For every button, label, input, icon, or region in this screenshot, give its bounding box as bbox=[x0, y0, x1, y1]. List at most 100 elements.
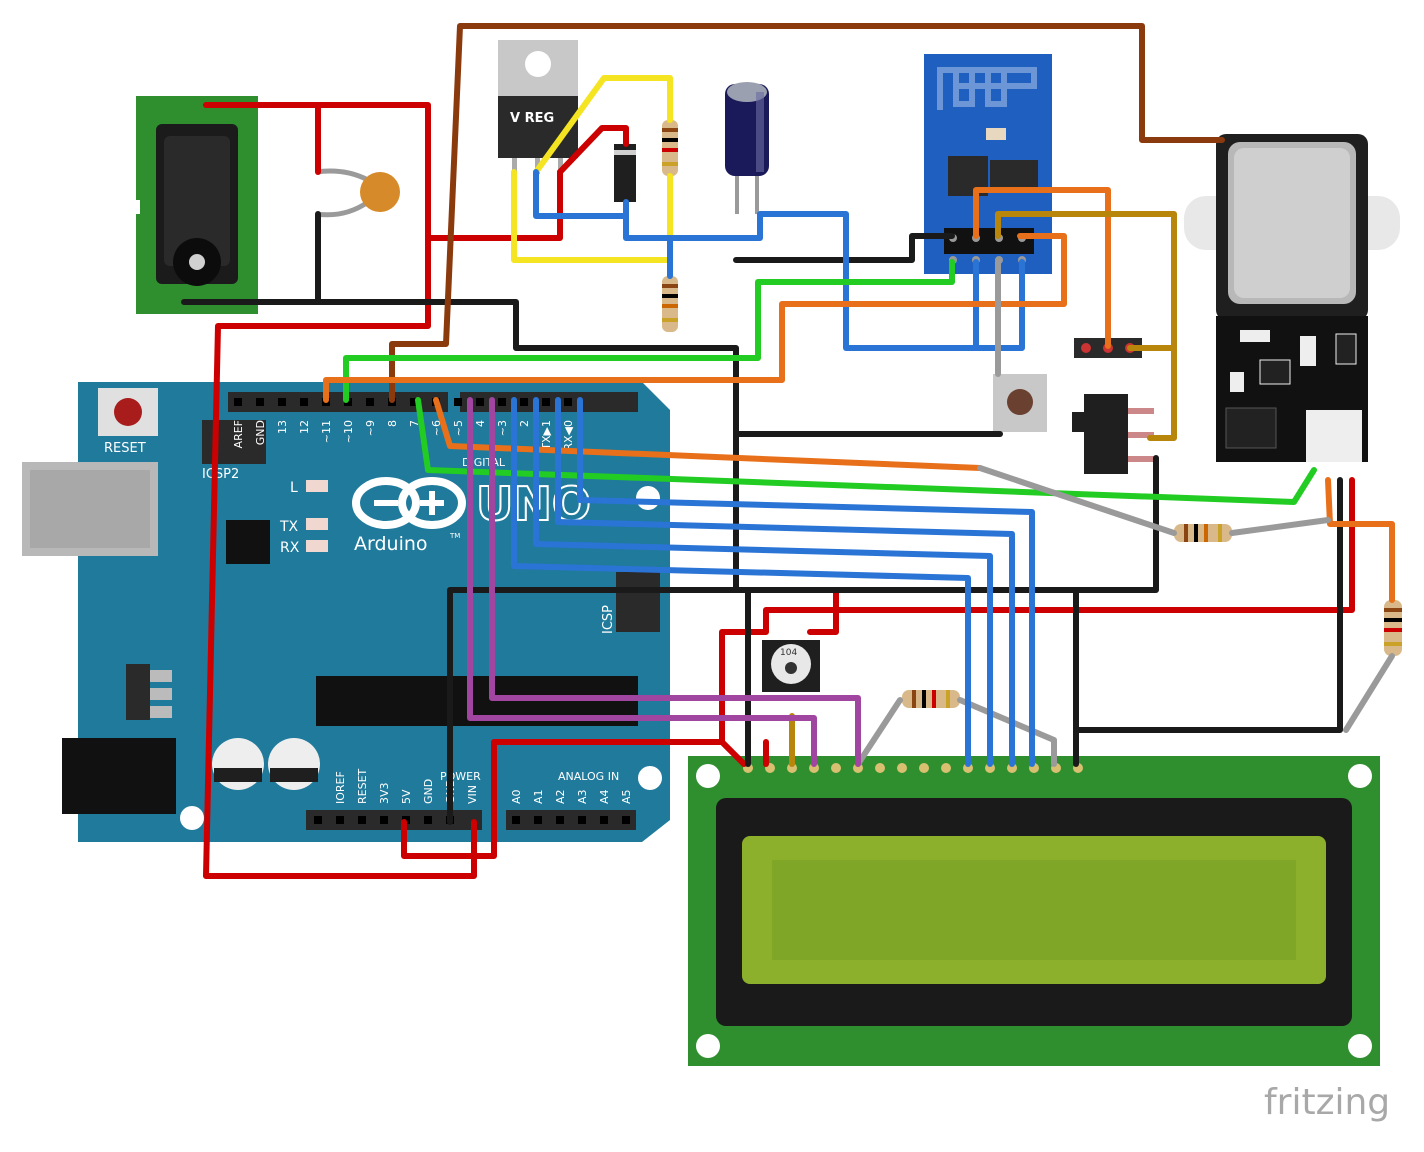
pin-label: 7 bbox=[408, 420, 421, 427]
fritzing-watermark: fritzing bbox=[1264, 1082, 1390, 1123]
wire-blue-d4 bbox=[577, 397, 1035, 767]
fingerprint-sensor bbox=[1184, 134, 1400, 462]
pin-label: A2 bbox=[554, 789, 567, 804]
wire-gray-4 bbox=[1343, 653, 1395, 733]
pin-label: RX◀0 bbox=[562, 420, 575, 451]
lcd-pin bbox=[897, 763, 907, 773]
wire-red-8 bbox=[807, 587, 839, 635]
header-pin bbox=[410, 398, 418, 406]
wire-red-3 bbox=[425, 169, 563, 241]
reset-label: RESET bbox=[104, 441, 146, 456]
pin-label: ~5 bbox=[452, 420, 465, 436]
pin-label: A4 bbox=[598, 789, 611, 804]
resistor-right-v bbox=[1384, 600, 1402, 656]
wire-red-7 bbox=[719, 739, 747, 767]
arduino-tm: TM bbox=[449, 532, 460, 540]
arduino-logo-text: Arduino bbox=[354, 533, 428, 555]
pin-label: ~6 bbox=[430, 420, 443, 436]
pin-label: ~10 bbox=[342, 420, 355, 443]
regulator-label: V REG bbox=[510, 111, 554, 126]
icsp-label: ICSP bbox=[601, 605, 616, 634]
led-rx-label: RX bbox=[280, 540, 300, 556]
wire-orange-3 bbox=[433, 397, 983, 471]
wire-gray-2 bbox=[977, 465, 1177, 536]
wire-gray-3 bbox=[1229, 517, 1331, 536]
pin-label: ~9 bbox=[364, 420, 377, 436]
wire-orange-4 bbox=[1325, 477, 1395, 603]
pin-label: VIN bbox=[466, 785, 479, 804]
analog-label: ANALOG IN bbox=[558, 770, 619, 783]
wire-black-1 bbox=[181, 299, 739, 825]
pin-label: 2 bbox=[518, 420, 531, 427]
icsp2-label: ICSP2 bbox=[202, 467, 239, 482]
ceramic-capacitor bbox=[315, 168, 400, 218]
arduino-uno-board: RESET ICSP2 L TX RX Arduino TM UNO ICSP bbox=[22, 382, 670, 842]
wire-blue-d1 bbox=[511, 397, 971, 767]
pin-label: 13 bbox=[276, 420, 289, 434]
header-pin bbox=[278, 398, 286, 406]
pin-label: A5 bbox=[620, 789, 633, 804]
header-pin bbox=[498, 398, 506, 406]
wire-red-5 bbox=[401, 477, 1355, 859]
wire-blue-d2 bbox=[533, 397, 993, 767]
push-button bbox=[993, 374, 1047, 432]
pin-label: A0 bbox=[510, 789, 523, 804]
pin-label: ~11 bbox=[320, 420, 333, 443]
pin-label: GND bbox=[254, 420, 267, 445]
resistor-lcd bbox=[902, 690, 960, 708]
header-pin bbox=[600, 816, 608, 824]
header-pin bbox=[380, 816, 388, 824]
wire-black-3 bbox=[733, 233, 955, 263]
pin-label: 4 bbox=[474, 420, 487, 427]
wire-orange-1 bbox=[323, 233, 1067, 403]
lcd-pin bbox=[875, 763, 885, 773]
header-pin bbox=[476, 398, 484, 406]
resistor-mid bbox=[662, 276, 678, 332]
wire-blue-esp bbox=[973, 259, 1025, 351]
pin-label: A1 bbox=[532, 789, 545, 804]
header-pin bbox=[256, 398, 264, 406]
header-pin bbox=[556, 816, 564, 824]
lcd-16x2 bbox=[688, 756, 1380, 1066]
lcd-pin bbox=[919, 763, 929, 773]
pin-label: AREF bbox=[232, 420, 245, 448]
wire-olive bbox=[995, 211, 1177, 441]
dc-jack-module bbox=[130, 96, 258, 314]
esp8266-module bbox=[924, 54, 1052, 274]
header-pin bbox=[564, 398, 572, 406]
header-pin bbox=[424, 816, 432, 824]
pin-label: GND bbox=[422, 779, 435, 804]
header-pin bbox=[520, 398, 528, 406]
arduino-logo bbox=[352, 477, 466, 529]
wire-black-5 bbox=[733, 455, 1159, 593]
resistor-top bbox=[662, 120, 678, 176]
wire-black-6 bbox=[1073, 477, 1343, 767]
wire-green-2 bbox=[415, 397, 1317, 505]
voltage-regulator: V REG bbox=[498, 40, 578, 174]
pin-label: 8 bbox=[386, 420, 399, 427]
header-pin bbox=[542, 398, 550, 406]
pin-label: TX▶1 bbox=[540, 420, 553, 451]
analog-pin-labels: A0 A1 A2 A3 A4 A5 bbox=[510, 789, 633, 824]
pin-label: 12 bbox=[298, 420, 311, 434]
lcd-pin bbox=[831, 763, 841, 773]
wire-purple-2 bbox=[489, 397, 861, 767]
header-pin bbox=[454, 398, 462, 406]
wire-yellow bbox=[511, 75, 673, 263]
slide-switch bbox=[1072, 394, 1154, 474]
led-tx-label: TX bbox=[279, 519, 299, 535]
wires bbox=[181, 23, 1395, 879]
header-pin bbox=[512, 816, 520, 824]
header-pin bbox=[578, 816, 586, 824]
pin-label: RESET bbox=[356, 768, 369, 804]
header-pin bbox=[366, 398, 374, 406]
pin-label: ~3 bbox=[496, 420, 509, 436]
pin-label: IOREF bbox=[334, 771, 347, 804]
potentiometer-label: 104 bbox=[780, 648, 797, 658]
wire-red-1 bbox=[203, 102, 477, 879]
wire-orange-2 bbox=[973, 187, 1111, 349]
pin-label: A3 bbox=[576, 789, 589, 804]
header-pin bbox=[234, 398, 242, 406]
header-pin bbox=[358, 816, 366, 824]
